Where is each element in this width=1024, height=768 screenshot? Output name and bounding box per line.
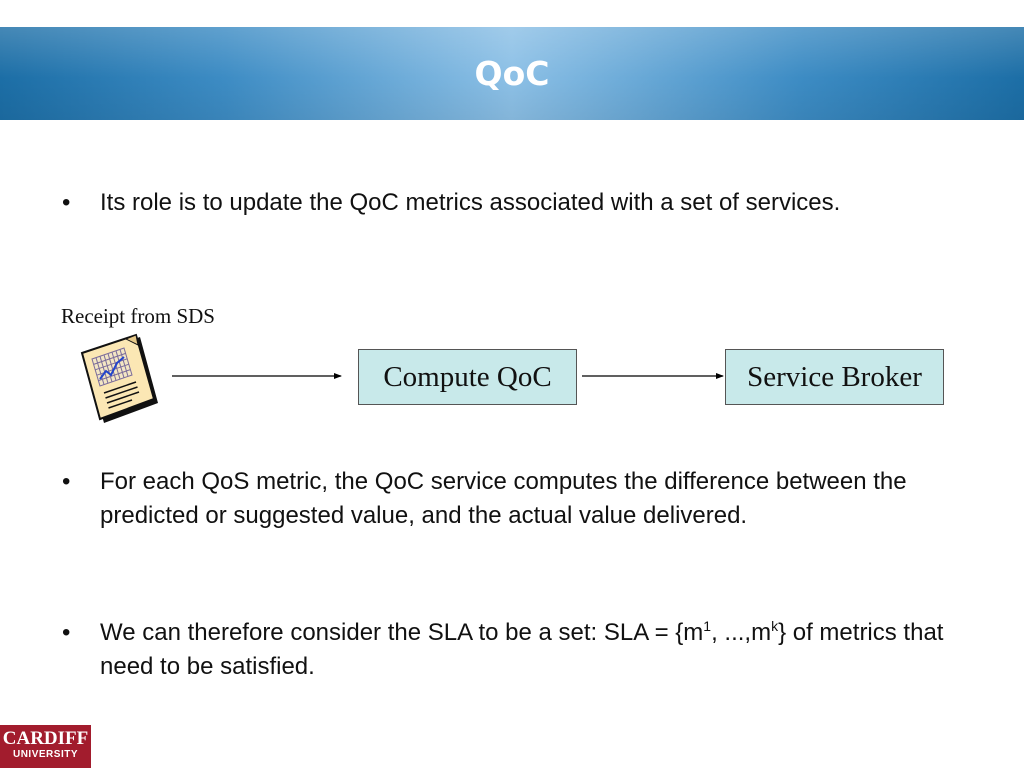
receipt-label: Receipt from SDS bbox=[61, 304, 215, 328]
bullet-text: For each QoS metric, the QoC service com… bbox=[100, 468, 907, 529]
logo-line-1: CARDIFF bbox=[2, 728, 89, 749]
bullet-marker: • bbox=[62, 468, 71, 495]
sla-text-middle: , ...,m bbox=[711, 619, 772, 646]
bullet-marker: • bbox=[62, 189, 71, 216]
bullet-text: Its role is to update the QoC metrics as… bbox=[100, 189, 841, 216]
service-broker-node: Service Broker bbox=[725, 349, 944, 405]
bullet-text: We can therefore consider the SLA to be … bbox=[100, 616, 962, 684]
bullet-sla-set: • We can therefore consider the SLA to b… bbox=[62, 616, 962, 684]
sla-superscript-k: k bbox=[771, 618, 779, 634]
bullet-marker: • bbox=[62, 619, 71, 646]
sla-text-after: } of metrics that need to be satisfied. bbox=[100, 619, 944, 680]
cardiff-university-logo: CARDIFF UNIVERSITY bbox=[0, 725, 91, 768]
sla-text-before: We can therefore consider the SLA to be … bbox=[100, 619, 704, 646]
logo-line-2: UNIVERSITY bbox=[12, 749, 78, 760]
bullet-role: • Its role is to update the QoC metrics … bbox=[62, 186, 962, 220]
slide-title: QoC bbox=[474, 54, 550, 93]
sla-superscript-1: 1 bbox=[703, 618, 712, 634]
receipt-document-icon bbox=[80, 333, 158, 423]
title-bar bbox=[0, 27, 1024, 120]
bullet-qos-metric: • For each QoS metric, the QoC service c… bbox=[62, 465, 962, 533]
compute-qoc-node: Compute QoC bbox=[358, 349, 577, 405]
